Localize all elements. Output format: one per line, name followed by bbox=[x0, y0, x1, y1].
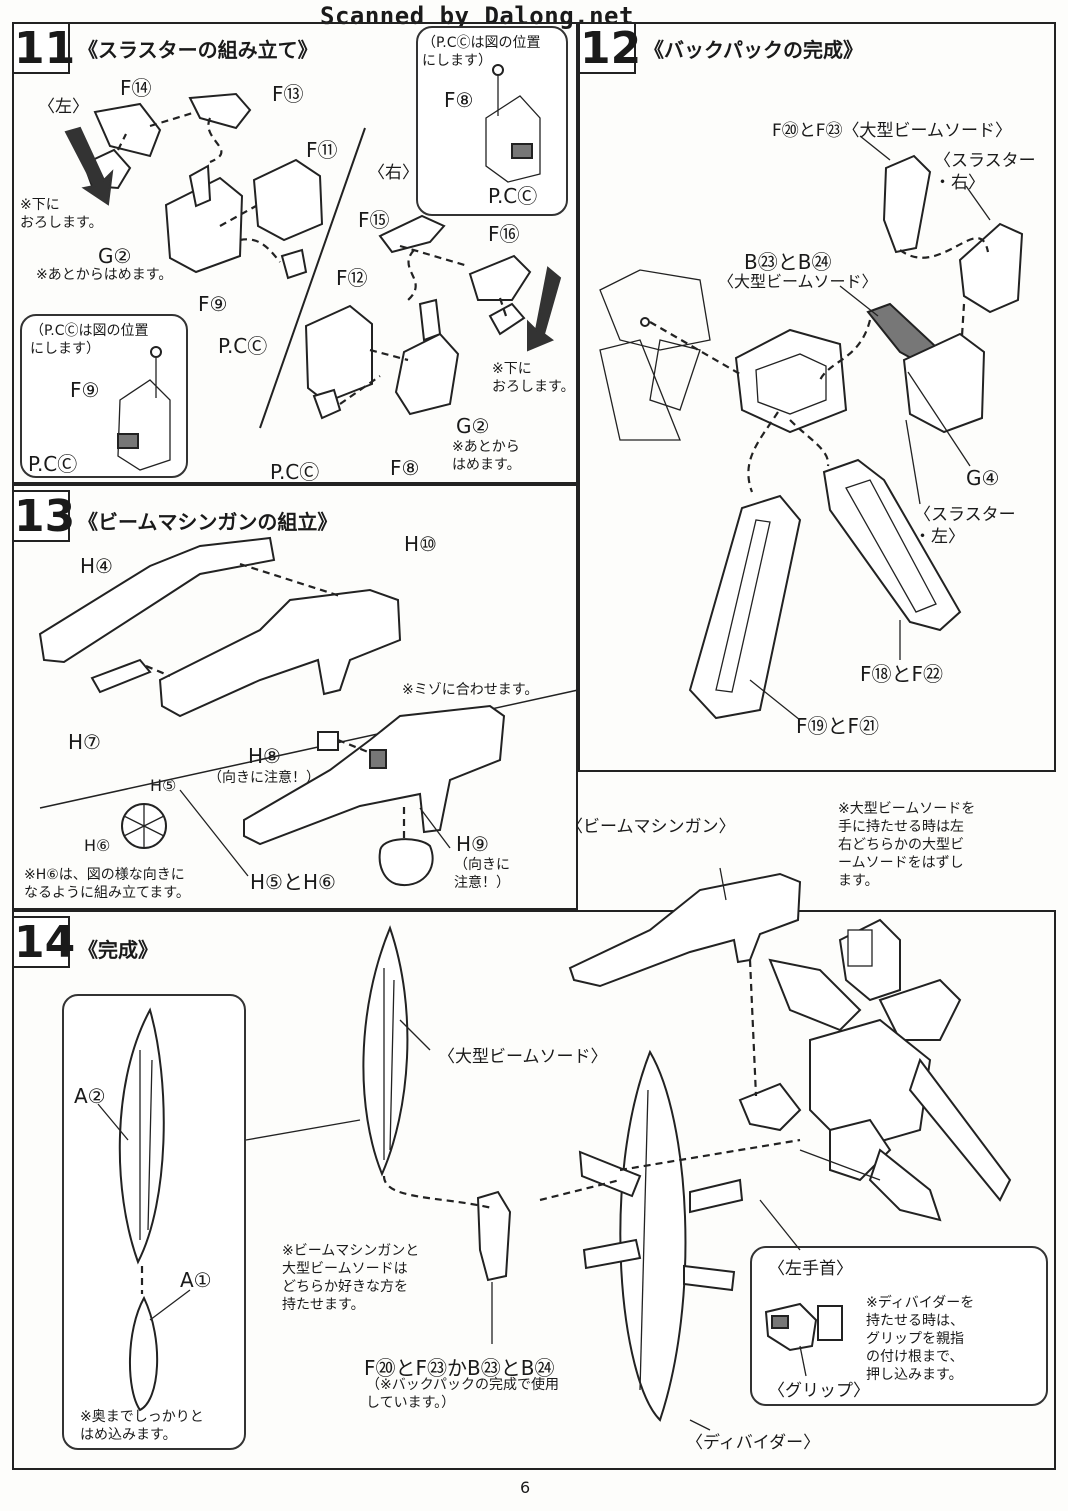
step14-title: 《完成》 bbox=[78, 938, 158, 962]
part-f9: F⑨ bbox=[198, 292, 228, 316]
note-groove: ※ミゾに合わせます。 bbox=[402, 682, 539, 698]
step14-parts-combo: F⑳とF㉓かB㉓とB㉔ bbox=[364, 1356, 555, 1380]
step12-b23-b24: B㉓とB㉔ bbox=[744, 250, 832, 274]
note-down-right: ※下に おろします。 bbox=[492, 361, 575, 395]
note-choose-weapon: ※ビームマシンガンと 大型ビームソードは どちらか好きな方を 持たせます。 bbox=[282, 1243, 420, 1313]
left-wrist-note: ※ディバイダーを 持たせる時は、 グリップを親指 の付け根まで、 押し込みます。 bbox=[866, 1295, 975, 1383]
step12-f18-f22: F⑱とF㉒ bbox=[860, 662, 944, 686]
part-f12: F⑫ bbox=[336, 266, 368, 290]
step14-number: 14 bbox=[12, 916, 76, 968]
callout-right-part: F⑧ bbox=[444, 88, 474, 112]
step11-right-label: 〈右〉 bbox=[368, 163, 419, 183]
step12-thruster-left: 〈スラスター ・左〉 bbox=[914, 505, 1016, 547]
callout-left-part: F⑨ bbox=[70, 378, 100, 402]
part-h4: H④ bbox=[80, 554, 113, 578]
part-h7: H⑦ bbox=[68, 730, 101, 754]
part-a2: A② bbox=[74, 1084, 106, 1108]
note-insert-fully: ※奥までしっかりと はめ込みます。 bbox=[80, 1409, 204, 1443]
part-a1: A① bbox=[180, 1268, 212, 1292]
step14-sword-label: 〈大型ビームソード〉 bbox=[438, 1047, 608, 1067]
step12-f20-f23: F⑳とF㉓〈大型ビームソード〉 bbox=[772, 121, 1013, 141]
step11-number: 11 bbox=[12, 22, 76, 74]
part-pc-left: P.CⒸ bbox=[218, 334, 268, 358]
part-h6: H⑥ bbox=[84, 836, 111, 855]
step11-left-label: 〈左〉 bbox=[38, 97, 89, 117]
step12-sword-label: 〈大型ビームソード〉 bbox=[718, 272, 878, 291]
note-remove-sword: ※大型ビームソードを 手に持たせる時は左 右どちらかの大型ビ ームソードをはずし… bbox=[838, 801, 976, 889]
part-g2-left: G② bbox=[98, 244, 132, 268]
step14-parts-combo-note: （※バックパックの完成で使用 しています。） bbox=[366, 1377, 560, 1411]
note-later-left: ※あとからはめます。 bbox=[36, 267, 173, 283]
step13-title: 《ビームマシンガンの組立》 bbox=[78, 510, 338, 534]
part-f8: F⑧ bbox=[390, 456, 420, 480]
step14-divider-label: 〈ディバイダー〉 bbox=[686, 1433, 821, 1453]
part-h9-note: （向きに 注意！） bbox=[454, 857, 510, 891]
step12-number: 12 bbox=[578, 22, 642, 74]
step14-beam-mg-label: 〈ビームマシンガン〉 bbox=[566, 817, 736, 837]
step12-title: 《バックパックの完成》 bbox=[644, 38, 863, 62]
part-f11: F⑪ bbox=[306, 138, 338, 162]
callout-left-pc: P.CⒸ bbox=[28, 452, 78, 476]
part-h5-h6: H⑤とH⑥ bbox=[250, 870, 336, 894]
part-h8-note: （向きに注意！） bbox=[208, 770, 320, 786]
callout-left-text: （P.CⒸは図の位置 にします） bbox=[30, 323, 149, 357]
step12-panel bbox=[578, 22, 1056, 772]
callout-right-pc: P.CⒸ bbox=[488, 184, 538, 208]
step13-number: 13 bbox=[12, 490, 76, 542]
page-number: 6 bbox=[520, 1478, 531, 1497]
part-f13: F⑬ bbox=[272, 82, 304, 106]
step12-thruster-right: 〈スラスター ・右〉 bbox=[934, 151, 1036, 193]
step11-title: 《スラスターの組み立て》 bbox=[78, 38, 318, 62]
part-g2-right: G② bbox=[456, 414, 490, 438]
part-pc-right: P.CⒸ bbox=[270, 460, 320, 484]
step12-f19-f21: F⑲とF㉑ bbox=[796, 714, 880, 738]
part-h9: H⑨ bbox=[456, 832, 489, 856]
part-h5: H⑤ bbox=[150, 776, 177, 795]
callout-right-text: （P.CⒸは図の位置 にします） bbox=[422, 35, 541, 69]
left-wrist-grip: 〈グリップ〉 bbox=[768, 1381, 870, 1401]
step12-g4: G④ bbox=[966, 466, 1000, 490]
note-later-right: ※あとから はめます。 bbox=[452, 439, 521, 473]
part-f15: F⑮ bbox=[358, 208, 390, 232]
step14-panel bbox=[12, 910, 1056, 1470]
step11-panel bbox=[12, 22, 578, 484]
part-f14: F⑭ bbox=[120, 76, 152, 100]
left-wrist-title: 〈左手首〉 bbox=[768, 1259, 853, 1279]
note-down-left: ※下に おろします。 bbox=[20, 197, 103, 231]
note-h6-orientation: ※H⑥は、図の様な向きに なるように組み立てます。 bbox=[24, 867, 190, 901]
part-h10: H⑩ bbox=[404, 532, 437, 556]
part-f16: F⑯ bbox=[488, 222, 520, 246]
sword-assembly-box bbox=[62, 994, 246, 1450]
part-h8: H⑧ bbox=[248, 744, 281, 768]
